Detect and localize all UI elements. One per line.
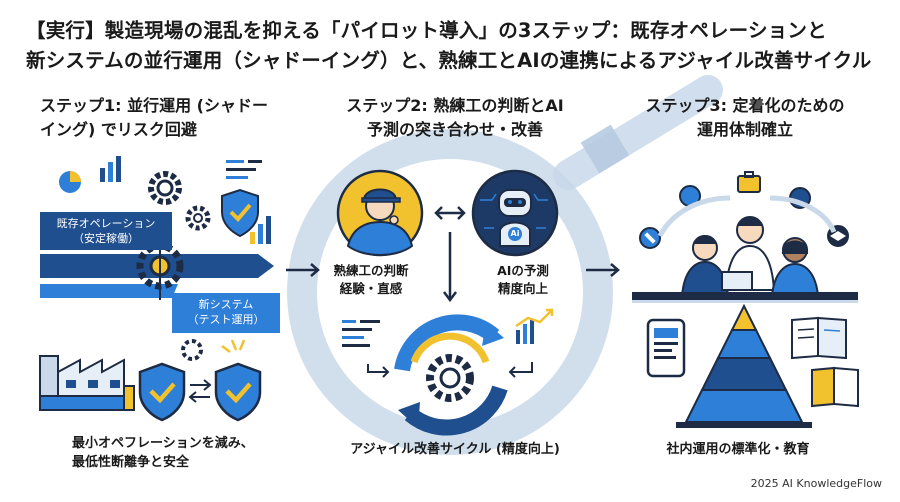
ai-robot-icon — [471, 169, 559, 257]
page-title: 【実行】製造現場の混乱を抑える「パイロット導入」の3ステップ：既存オペレーション… — [26, 16, 886, 76]
magnifier-background-icon — [287, 75, 723, 455]
existing-operations-line-1: 既存オペレーション — [56, 217, 156, 230]
gear-icon — [148, 171, 182, 205]
arrow-right-icon — [286, 263, 320, 277]
document-lines-icon — [226, 160, 262, 179]
gear-icon — [181, 339, 203, 361]
open-book-icon — [791, 316, 847, 360]
step-2-title: ステップ2: 熟練工の判断とAI 予測の突き合わせ・改善 — [325, 94, 585, 142]
new-system-line-2: （テスト運用） — [187, 313, 265, 326]
pyramid-icon — [676, 303, 812, 428]
ai-prediction-line-1: AIの予測 — [497, 263, 549, 278]
spark-icon — [221, 339, 246, 353]
gear-icon — [185, 205, 211, 231]
bar-chart-icon — [250, 216, 271, 244]
double-arrow-icon — [434, 206, 466, 220]
ai-prediction-line-2: 精度向上 — [497, 281, 548, 296]
team-icon — [632, 171, 858, 303]
book-icon — [811, 366, 859, 408]
step-1-caption-line-1: 最小オペフレーションを減み、 — [72, 436, 254, 451]
exchange-arrows-icon — [188, 379, 212, 403]
step-1-caption-line-2: 最低性断離争と安全 — [72, 455, 190, 470]
step-3-caption: 社内運用の標準化・教育 — [666, 442, 810, 457]
step-1-title-line-2: イング) でリスク回避 — [40, 120, 197, 139]
step-1-caption: 最小オペフレーションを減み、 最低性断離争と安全 — [72, 434, 292, 472]
ai-badge: Ai — [510, 229, 520, 238]
arrow-right-icon — [367, 364, 390, 378]
ai-prediction-label: AIの予測 精度向上 — [468, 262, 578, 298]
document-lines-icon — [342, 320, 380, 347]
new-system-line-1: 新システム — [198, 298, 254, 311]
footer-copyright: 2025 AI KnowledgeFlow — [750, 477, 882, 490]
new-system-label: 新システム （テスト運用） — [172, 293, 280, 333]
expert-judgment-line-2: 経験・直感 — [339, 281, 403, 296]
step-3-title-line-2: 運用体制確立 — [696, 120, 793, 139]
agile-cycle-icon — [394, 314, 508, 436]
step-1-title-line-1: ステップ1: 並行運用 (シャドー — [40, 96, 268, 115]
page-title-line-1: 【実行】製造現場の混乱を抑える「パイロット導入」の3ステップ：既存オペレーション… — [26, 19, 827, 42]
existing-operations-line-2: （安定稼働） — [73, 232, 139, 245]
expert-judgment-label: 熟練工の判断 経験・直感 — [316, 262, 426, 298]
expert-judgment-line-1: 熟練工の判断 — [333, 263, 409, 278]
factory-icon — [39, 355, 135, 411]
arrow-left-icon — [508, 362, 533, 378]
shield-check-icon — [214, 362, 262, 422]
existing-operations-label: 既存オペレーション （安定稼働） — [40, 212, 172, 250]
chart-icon — [59, 156, 121, 193]
arrow-right-icon — [586, 263, 620, 277]
page-title-line-2: 新システムの並行運用（シャドーイング）と、熟練工とAIの連携によるアジャイル改善… — [26, 49, 872, 72]
tablet-icon — [646, 318, 686, 378]
step-3-title: ステップ3: 定着化のための 運用体制確立 — [615, 94, 875, 142]
arrow-down-icon — [443, 232, 457, 303]
new-system-feed-arrow — [40, 284, 178, 298]
line-chart-icon — [515, 308, 554, 344]
step-2-title-line-2: 予測の突き合わせ・改善 — [366, 120, 543, 139]
step-2-caption: アジャイル改善サイクル (精度向上) — [350, 442, 560, 457]
step-1-title: ステップ1: 並行運用 (シャドー イング) でリスク回避 — [40, 94, 280, 142]
expert-worker-icon — [336, 169, 424, 257]
step-2-title-line-1: ステップ2: 熟練工の判断とAI — [346, 96, 564, 115]
shield-check-icon — [138, 362, 186, 422]
step-3-title-line-1: ステップ3: 定着化のための — [645, 96, 845, 115]
shield-check-icon — [221, 188, 259, 238]
